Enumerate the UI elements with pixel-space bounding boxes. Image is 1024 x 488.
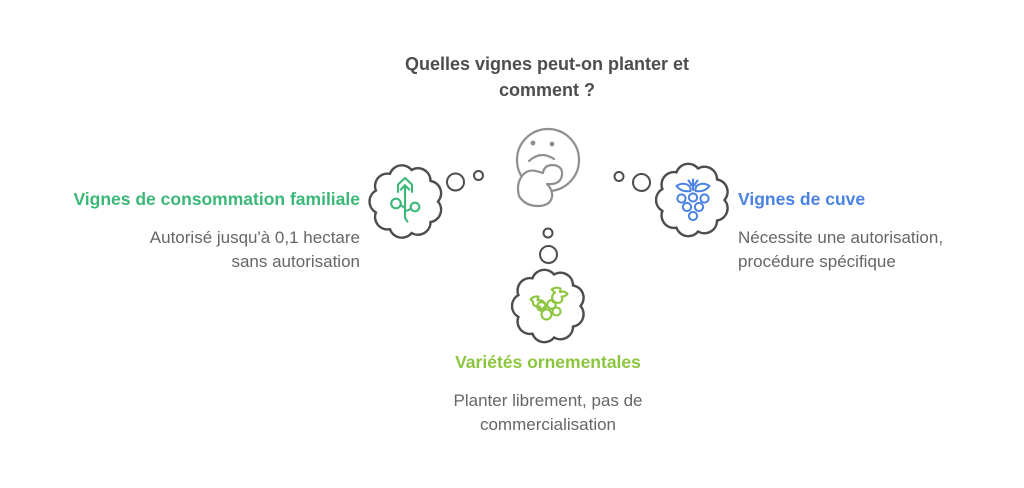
thinking-hand xyxy=(516,163,564,208)
face-frown-mouth xyxy=(527,153,556,163)
thought-bubble-right xyxy=(654,162,729,238)
section-body-cuve-line2: procédure spécifique xyxy=(738,252,896,271)
page-title-line1: Quelles vignes peut-on planter et xyxy=(404,54,690,74)
section-family: Vignes de consommation familiale Autoris… xyxy=(28,188,360,274)
holly-berries-icon xyxy=(529,286,569,321)
section-ornamental: Variétés ornementales Planter librement,… xyxy=(377,351,719,437)
thought-dots-left xyxy=(446,170,484,192)
section-heading-family: Vignes de consommation familiale xyxy=(73,189,360,209)
section-body-cuve-line1: Nécessite une autorisation, xyxy=(738,228,944,247)
section-heading-cuve: Vignes de cuve xyxy=(738,189,866,209)
thinking-face-icon xyxy=(515,127,581,208)
section-body-ornamental-line1: Planter librement, pas de xyxy=(453,391,643,410)
thought-dots-bottom xyxy=(539,227,558,264)
grapes-icon xyxy=(675,178,711,222)
thought-dots-right xyxy=(613,171,651,192)
section-body-family-line2: sans autorisation xyxy=(231,252,360,271)
section-body-ornamental-line2: commercialisation xyxy=(479,415,617,434)
page-title-line2: comment ? xyxy=(498,80,595,100)
home-vine-icon xyxy=(390,176,421,223)
face-eye-left xyxy=(530,140,536,146)
face-eye-right xyxy=(549,141,555,147)
section-body-family-line1: Autorisé jusqu'à 0,1 hectare xyxy=(149,228,360,247)
section-heading-ornamental: Variétés ornementales xyxy=(455,352,641,372)
page-title: Quelles vignes peut-on planter et commen… xyxy=(367,51,727,103)
section-cuve: Vignes de cuve Nécessite une autorisatio… xyxy=(738,188,1014,274)
